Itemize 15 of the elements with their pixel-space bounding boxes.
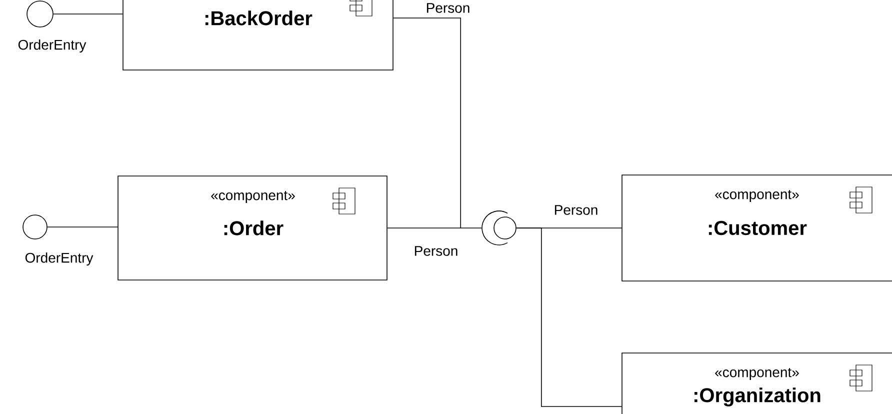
interface-label: OrderEntry bbox=[25, 252, 94, 266]
edge-label: Person bbox=[412, 245, 460, 257]
interface-label: OrderEntry bbox=[18, 39, 86, 53]
connector-line bbox=[393, 18, 461, 228]
component-box: «component» :Organization bbox=[622, 352, 892, 414]
connector-line bbox=[516, 228, 622, 407]
interface-circle bbox=[22, 214, 48, 240]
component-box: «component» :Customer bbox=[622, 174, 892, 282]
ball-and-socket bbox=[482, 210, 516, 246]
interface-circle bbox=[26, 0, 54, 28]
edge-label: Person bbox=[424, 2, 472, 14]
component-box: «component» :Order bbox=[118, 176, 388, 280]
connector-line bbox=[47, 226, 118, 228]
component-box: :BackOrder bbox=[122, 0, 394, 70]
edge-label: Person bbox=[552, 204, 600, 216]
